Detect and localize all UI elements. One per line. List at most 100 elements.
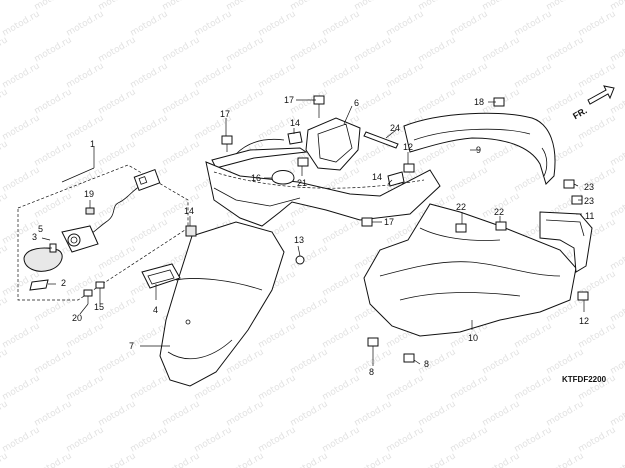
watermark-text: motod.ru <box>33 0 74 13</box>
watermark-text: motod.ru <box>65 61 106 90</box>
watermark-text: motod.ru <box>161 451 202 468</box>
watermark-text: motod.ru <box>225 451 266 468</box>
callout-17c: 17 <box>384 217 394 227</box>
watermark-text: motod.ru <box>0 139 10 168</box>
callout-22a: 22 <box>456 202 466 212</box>
callout-19: 19 <box>84 189 94 199</box>
callout-labels: 1 2 3 4 5 6 7 8 8 9 10 11 12 12 13 14 14… <box>32 95 594 377</box>
leader-lines <box>41 99 585 366</box>
watermark-text: motod.ru <box>0 399 10 428</box>
watermark-text: motod.ru <box>0 451 10 468</box>
watermark-text: motod.ru <box>545 35 586 64</box>
callout-8b: 8 <box>424 359 429 369</box>
watermark-text: motod.ru <box>161 0 202 13</box>
watermark-text: motod.ru <box>193 9 234 38</box>
watermark-text: motod.ru <box>193 61 234 90</box>
watermark-text: motod.ru <box>449 165 490 194</box>
watermark-text: motod.ru <box>321 269 362 298</box>
watermark-text: motod.ru <box>129 9 170 38</box>
watermark-text: motod.ru <box>225 35 266 64</box>
watermark-text: motod.ru <box>609 191 625 220</box>
callout-13: 13 <box>294 235 304 245</box>
callout-10: 10 <box>468 333 478 343</box>
watermark-text: motod.ru <box>97 0 138 13</box>
watermark-text: motod.ru <box>449 9 490 38</box>
watermark-text: motod.ru <box>97 139 138 168</box>
watermark-text: motod.ru <box>129 113 170 142</box>
watermark-text: motod.ru <box>417 87 458 116</box>
watermark-text: motod.ru <box>385 9 426 38</box>
watermark-text: motod.ru <box>1 61 42 90</box>
rear-hugger-assembly <box>363 97 593 363</box>
callout-14a: 14 <box>184 206 194 216</box>
watermark-text: motod.ru <box>1 165 42 194</box>
callout-8a: 8 <box>369 367 374 377</box>
watermark-text: motod.ru <box>513 373 554 402</box>
watermark-text: motod.ru <box>97 87 138 116</box>
callout-5: 5 <box>38 224 43 234</box>
watermark-text: motod.ru <box>161 191 202 220</box>
watermark-text: motod.ru <box>609 35 625 64</box>
watermark-text: motod.ru <box>609 451 625 468</box>
watermark-text: motod.ru <box>65 321 106 350</box>
watermark-text: motod.ru <box>161 35 202 64</box>
watermark-text: motod.ru <box>129 425 170 454</box>
watermark-text: motod.ru <box>65 425 106 454</box>
callout-1: 1 <box>90 139 95 149</box>
callout-15: 15 <box>94 302 104 312</box>
callout-22b: 22 <box>494 207 504 217</box>
watermark-text: motod.ru <box>577 9 618 38</box>
watermark-text: motod.ru <box>417 0 458 13</box>
watermark-text: motod.ru <box>33 347 74 376</box>
watermark-text: motod.ru <box>321 61 362 90</box>
watermark-text: motod.ru <box>353 0 394 13</box>
callout-14c: 14 <box>372 172 382 182</box>
watermark-text: motod.ru <box>481 399 522 428</box>
watermark-text: motod.ru <box>321 321 362 350</box>
fr-label: FR. <box>571 105 589 121</box>
watermark-text: motod.ru <box>0 191 10 220</box>
callout-7: 7 <box>129 341 134 351</box>
callout-6: 6 <box>354 98 359 108</box>
watermark-text: motod.ru <box>385 425 426 454</box>
watermark-text: motod.ru <box>65 9 106 38</box>
watermark-text: motod.ru <box>0 0 10 13</box>
callout-23a: 23 <box>584 182 594 192</box>
watermark-text: motod.ru <box>0 347 10 376</box>
callout-21: 21 <box>297 178 307 188</box>
watermark-text: motod.ru <box>481 451 522 468</box>
callout-20: 20 <box>72 313 82 323</box>
watermark-text: motod.ru <box>129 373 170 402</box>
watermark-text: motod.ru <box>33 451 74 468</box>
watermark-text: motod.ru <box>513 425 554 454</box>
watermark-text: motod.ru <box>353 451 394 468</box>
watermark-text: motod.ru <box>385 373 426 402</box>
watermark-text: motod.ru <box>545 451 586 468</box>
watermark-text: motod.ru <box>65 113 106 142</box>
watermark-text: motod.ru <box>289 243 330 272</box>
watermark-text: motod.ru <box>97 347 138 376</box>
callout-17b: 17 <box>220 109 230 119</box>
watermark-text: motod.ru <box>0 35 10 64</box>
watermark-text: motod.ru <box>609 243 625 272</box>
watermark-text: motod.ru <box>577 165 618 194</box>
callout-3: 3 <box>32 232 37 242</box>
watermark-text: motod.ru <box>129 61 170 90</box>
watermark-text: motod.ru <box>481 35 522 64</box>
watermark-text: motod.ru <box>289 399 330 428</box>
watermark-text: motod.ru <box>609 347 625 376</box>
watermark-text: motod.ru <box>577 425 618 454</box>
watermark-text: motod.ru <box>353 35 394 64</box>
watermark-text: motod.ru <box>545 399 586 428</box>
watermark-text: motod.ru <box>545 0 586 13</box>
watermark-text: motod.ru <box>289 35 330 64</box>
watermark-text: motod.ru <box>161 87 202 116</box>
callout-12b: 12 <box>579 316 589 326</box>
watermark-text: motod.ru <box>97 451 138 468</box>
callout-14b: 14 <box>290 118 300 128</box>
watermark-text: motod.ru <box>321 425 362 454</box>
watermark-text: motod.ru <box>33 191 74 220</box>
watermark-text: motod.ru <box>289 347 330 376</box>
watermark-text: motod.ru <box>609 295 625 324</box>
watermark-text: motod.ru <box>609 399 625 428</box>
